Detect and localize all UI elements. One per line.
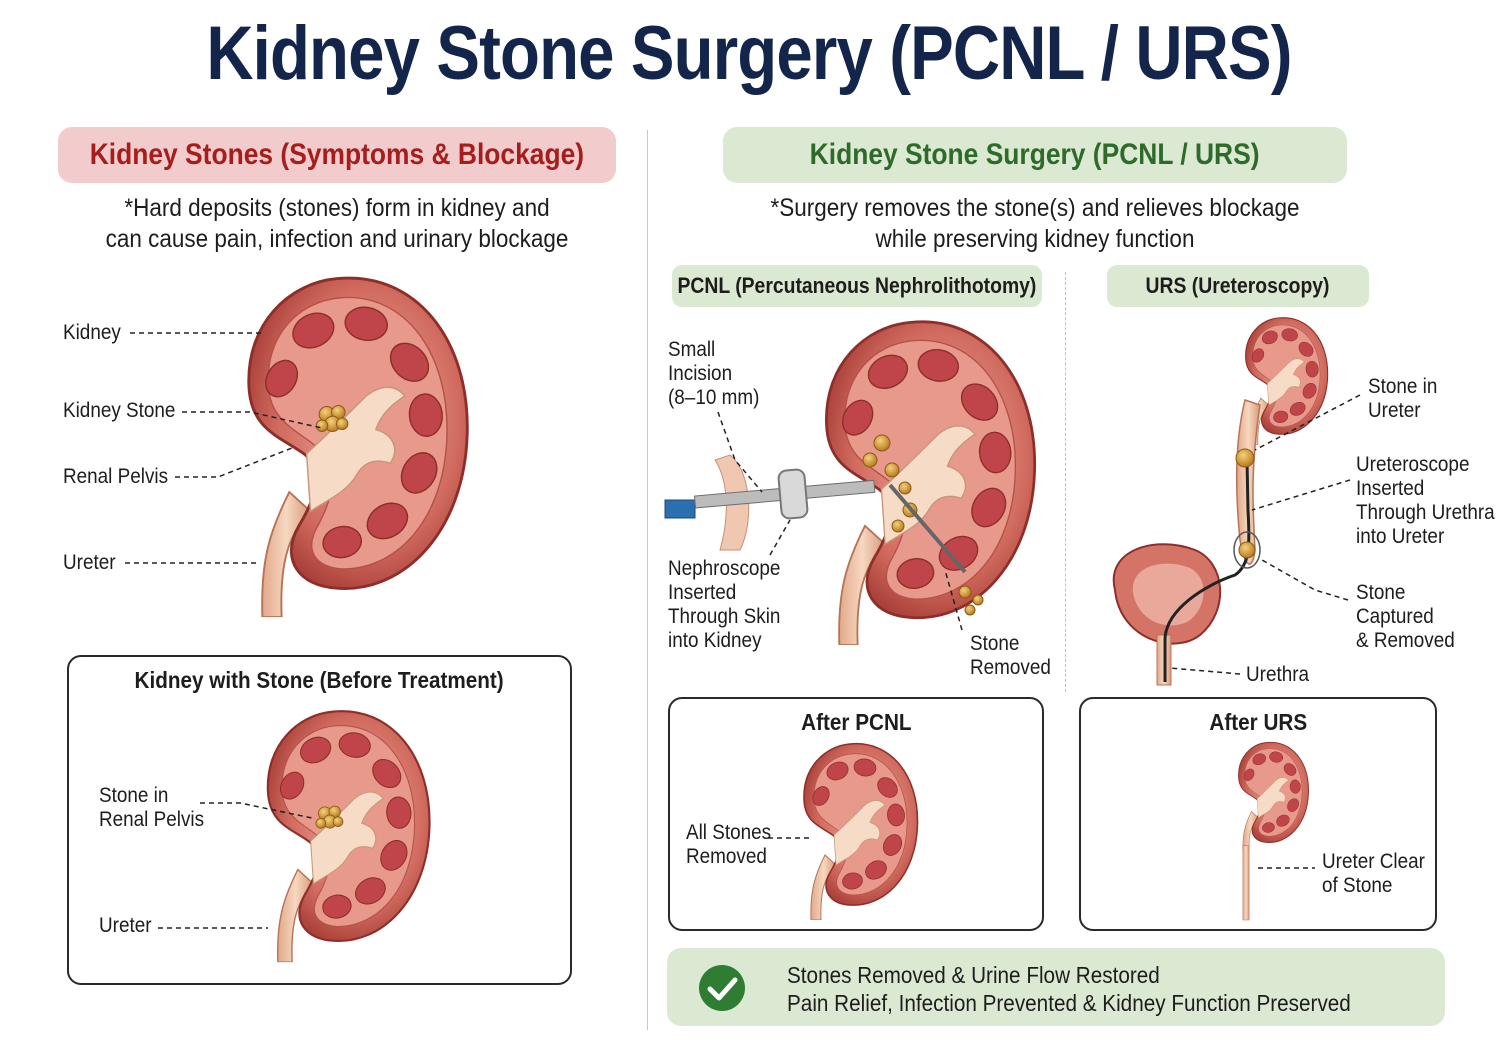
after-urs-kidney: [1238, 741, 1309, 921]
before-treatment-title: Kidney with Stone (Before Treatment): [134, 667, 505, 693]
pcnl-illustration: [664, 320, 1037, 645]
pcnl-header: PCNL (Percutaneous Nephrolithotomy): [672, 265, 1042, 307]
label-stone-removed: Stone Removed: [970, 632, 1051, 679]
label-ureter: Ureter: [63, 551, 116, 574]
after-pcnl-title: After PCNL: [800, 709, 912, 735]
label-kidney: Kidney: [63, 321, 121, 344]
urs-header: URS (Ureteroscopy): [1107, 265, 1369, 307]
label-before-ureter: Ureter: [99, 914, 152, 937]
label-small-incision: Small Incision (8–10 mm): [668, 338, 760, 409]
label-ureter-clear: Ureter Clear of Stone: [1322, 850, 1425, 897]
right-section-header: Kidney Stone Surgery (PCNL / URS): [723, 127, 1347, 183]
after-urs-title: After URS: [1209, 709, 1307, 735]
section-divider: [647, 130, 648, 1030]
label-all-stones-removed: All Stones Removed: [686, 821, 772, 868]
right-description: *Surgery removes the stone(s) and reliev…: [770, 194, 1300, 253]
check-circle-icon: [699, 965, 745, 1011]
label-stone-captured: Stone Captured & Removed: [1356, 581, 1455, 652]
label-nephroscope: Nephroscope Inserted Through Skin into K…: [668, 557, 781, 652]
label-ureteroscope: Ureteroscope Inserted Through Urethra in…: [1356, 453, 1495, 548]
left-description: *Hard deposits (stones) form in kidney a…: [105, 194, 569, 253]
pcnl-urs-divider: [1065, 272, 1066, 692]
label-renal-pelvis: Renal Pelvis: [63, 465, 169, 488]
urs-illustration: [1112, 317, 1329, 686]
label-stone-in-pelvis: Stone in Renal Pelvis: [99, 784, 205, 831]
page-title: Kidney Stone Surgery (PCNL / URS): [206, 11, 1292, 96]
label-stone-in-ureter: Stone in Ureter: [1368, 375, 1438, 422]
label-kidney-stone: Kidney Stone: [63, 399, 176, 422]
left-section-header: Kidney Stones (Symptoms & Blockage): [58, 127, 616, 183]
outcome-banner: [667, 948, 1445, 1026]
label-urethra: Urethra: [1246, 663, 1310, 686]
outcome-text: Stones Removed & Urine Flow Restored Pai…: [787, 962, 1351, 1016]
